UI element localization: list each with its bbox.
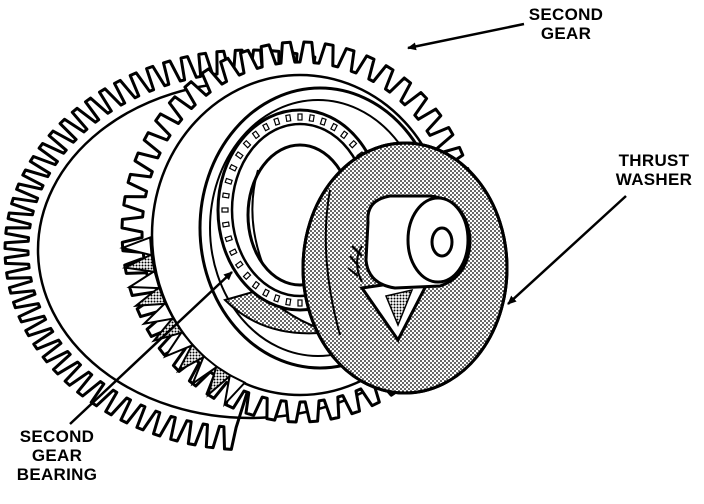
bearing-needle (348, 139, 358, 149)
thrust-washer-label-line-2: WASHER (615, 170, 693, 189)
bearing-needle (242, 139, 252, 149)
bearing-needle (319, 117, 327, 126)
bearing-needle (285, 297, 292, 306)
helical-tooth (175, 342, 206, 374)
bearing-needle (224, 235, 233, 243)
helical-tooth (206, 364, 233, 398)
helical-tooth (121, 252, 156, 274)
bearing-needle (221, 192, 230, 199)
helical-tooth (162, 330, 195, 359)
bearing-needle (330, 122, 338, 132)
arrow-bearing (69, 271, 233, 425)
second-gear-label: SECOND GEAR (516, 5, 616, 43)
bearing-needle (251, 130, 261, 140)
callout-arrows (69, 22, 627, 425)
helical-teeth (119, 236, 247, 408)
helical-tooth (132, 285, 167, 307)
bearing-needle (228, 248, 238, 257)
bearing-needle (273, 294, 281, 303)
bearing-label-line-2: GEAR (31, 446, 83, 465)
helical-tooth (126, 269, 161, 290)
bearing-needle (297, 113, 303, 121)
bearing-needle (234, 151, 244, 160)
helical-tooth (141, 301, 175, 326)
arrow-second-gear (407, 22, 525, 51)
helical-tooth (119, 236, 153, 257)
second-gear-label-line-1: SECOND (528, 5, 604, 24)
bearing-needle (297, 299, 303, 307)
shaft-pilot (347, 194, 472, 290)
second-gear-bearing-label: SECOND GEAR BEARING (2, 427, 112, 484)
helical-tooth (223, 373, 247, 408)
bearing-needle (285, 114, 292, 123)
bearing-needle (339, 130, 349, 140)
bearing-needle (228, 163, 238, 172)
bearing-needle (308, 114, 315, 123)
bearing-label-line-3: BEARING (16, 465, 98, 484)
bearing-needle (221, 207, 229, 213)
bearing-needle (221, 221, 230, 228)
bearing-needle (224, 177, 233, 185)
second-gear-label-line-2: GEAR (540, 24, 592, 43)
bearing-needle (262, 122, 270, 132)
helical-tooth (190, 354, 219, 387)
thrust-washer-label: THRUST WASHER (606, 151, 702, 189)
bearing-needle (273, 117, 281, 126)
pilot-bore (430, 226, 454, 258)
bearing-needle (262, 288, 270, 298)
bearing-label-line-1: SECOND (19, 427, 95, 446)
bearing-needle (242, 271, 252, 281)
arrow-thrust-washer (507, 195, 627, 305)
bearing-needle (251, 280, 261, 290)
bearing-needle (234, 260, 244, 269)
thrust-washer-label-line-1: THRUST (618, 151, 690, 170)
